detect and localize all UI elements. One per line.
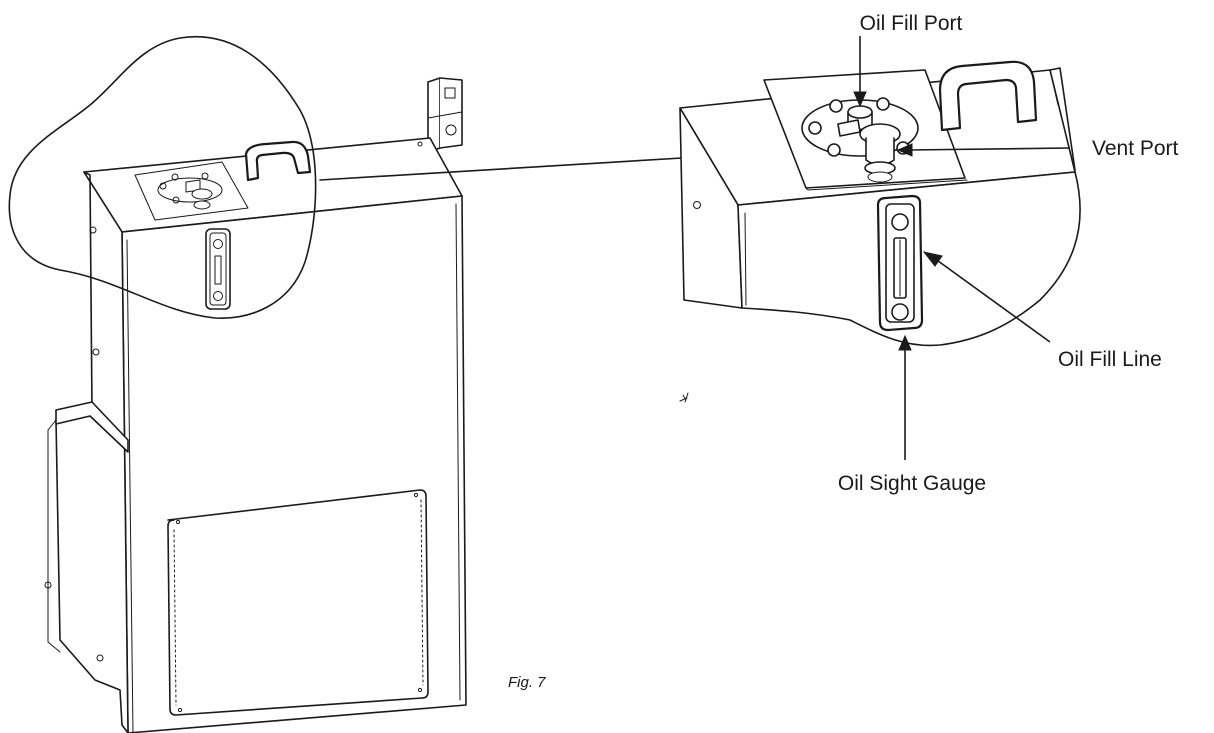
access-panel <box>167 489 429 716</box>
carry-handle-small <box>244 140 312 182</box>
label-vent-port: Vent Port <box>1092 137 1179 160</box>
tank-side-panel <box>55 171 129 733</box>
tank-unit-full-view <box>8 36 467 733</box>
connector-line <box>319 157 683 181</box>
sight-gauge-small <box>205 228 231 310</box>
label-oil-fill-line: Oil Fill Line <box>1058 348 1162 371</box>
label-oil-sight-gauge: Oil Sight Gauge <box>838 472 986 495</box>
label-oil-fill-port: Oil Fill Port <box>860 12 963 35</box>
figure-caption: Fig. 7 <box>508 674 546 691</box>
callout-arrows <box>853 36 1071 460</box>
detail-carry-handle <box>938 60 1038 132</box>
tank-detail-view <box>679 60 1081 347</box>
detail-sight-gauge <box>876 194 924 332</box>
stray-mark <box>679 392 689 403</box>
magnification-outline <box>8 36 317 319</box>
vent-port-cap <box>859 123 901 183</box>
tank-front-panel <box>121 195 467 733</box>
mounting-bracket <box>427 77 463 153</box>
